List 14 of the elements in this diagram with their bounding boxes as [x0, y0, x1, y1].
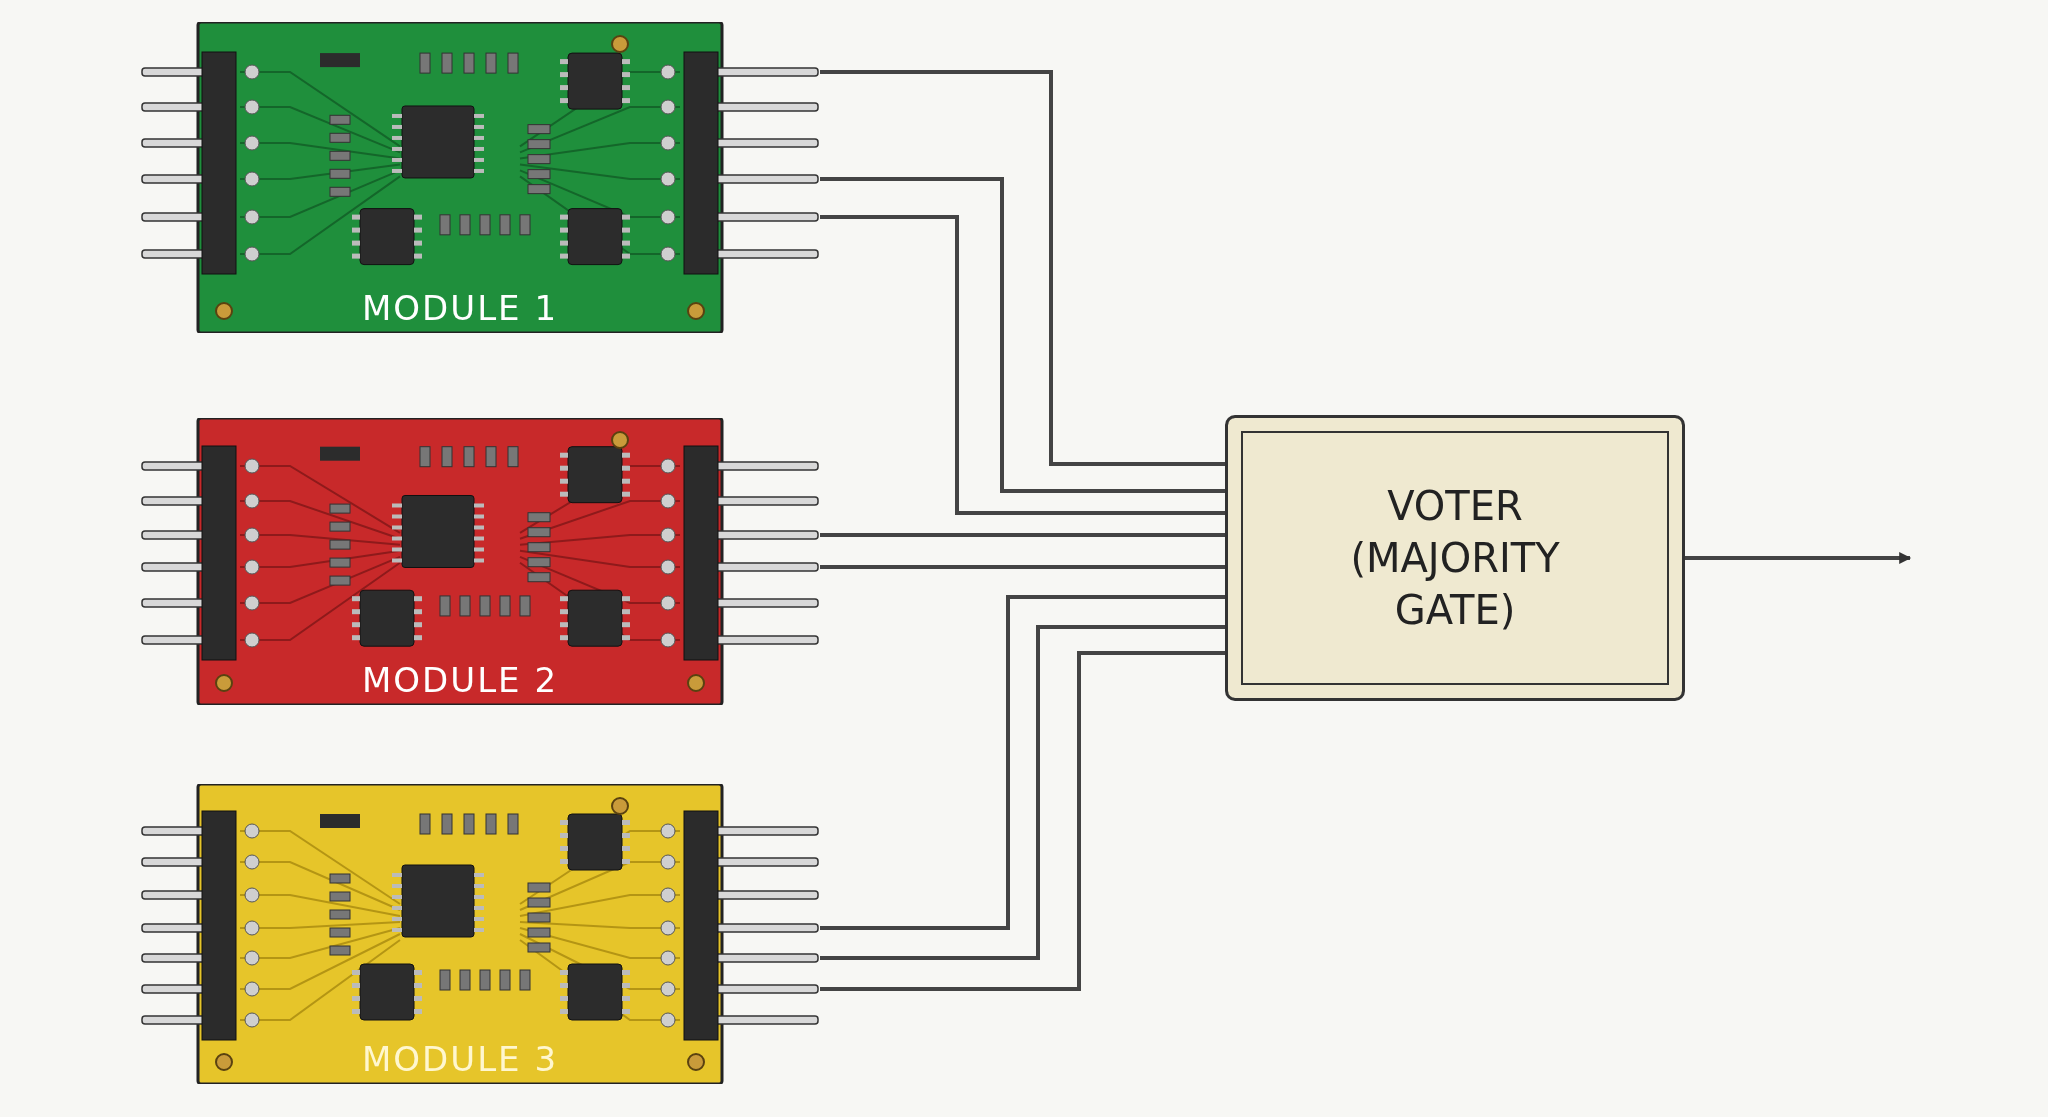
wire [820, 70, 1225, 466]
wire [820, 565, 1225, 569]
wire [820, 651, 1225, 991]
output-arrow [1685, 552, 1912, 564]
module-label: MODULE 2 [362, 663, 558, 697]
module-label: MODULE 1 [362, 291, 558, 325]
wire [820, 177, 1225, 493]
voter-label: VOTER (MAJORITY GATE) [1349, 482, 1561, 635]
wire [820, 625, 1225, 960]
wire [820, 215, 1225, 515]
wire [820, 533, 1225, 537]
module-label: MODULE 3 [362, 1042, 558, 1076]
wire [820, 595, 1225, 930]
voter-box [1225, 415, 1685, 701]
